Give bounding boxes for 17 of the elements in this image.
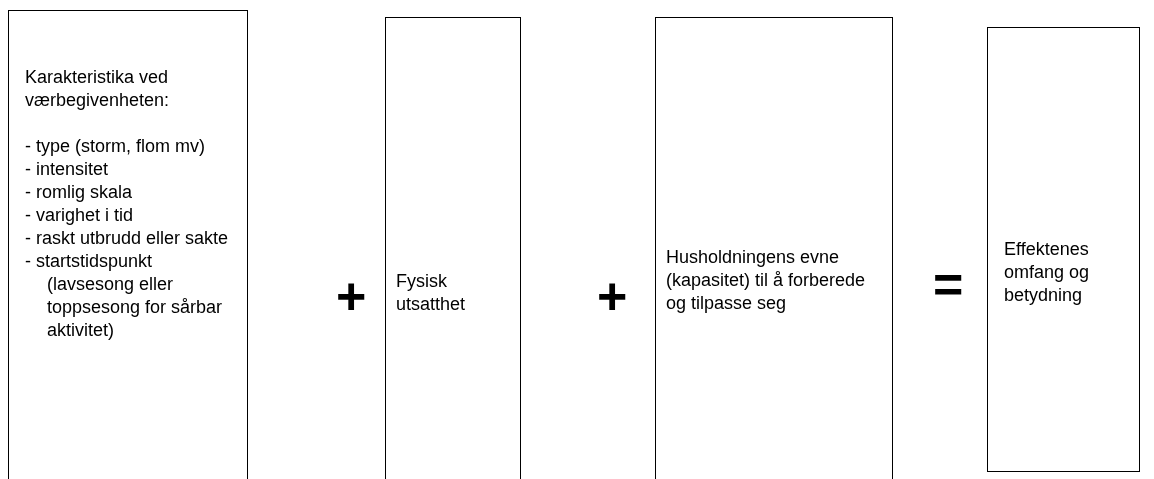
text-box [655,17,893,479]
list-item: - romlig skala [25,181,134,204]
box-text: Fysisk utsatthet [396,270,467,316]
operator-sign: = [933,258,964,310]
heading-text: Karakteristika ved værbegivenheten: [25,66,171,112]
text-box [8,10,248,479]
box-text: Effektenes omfang og betydning [1004,238,1091,307]
box-text: Husholdningens evne (kapasitet) til å forberede og tilpasse seg [666,246,867,315]
list-item: - startstidspunkt (lavsesong eller toppsesong for sårbar aktivitet) [25,250,224,342]
result-box [987,27,1140,472]
list-item: - raskt utbrudd eller sakte [25,227,230,250]
list-item: - intensitet [25,158,110,181]
list-item: - varighet i tid [25,204,135,227]
operator-sign: + [336,270,367,322]
operator-sign: + [597,270,628,322]
list-item: - type (storm, flom mv) [25,135,206,158]
text-box [385,17,521,479]
